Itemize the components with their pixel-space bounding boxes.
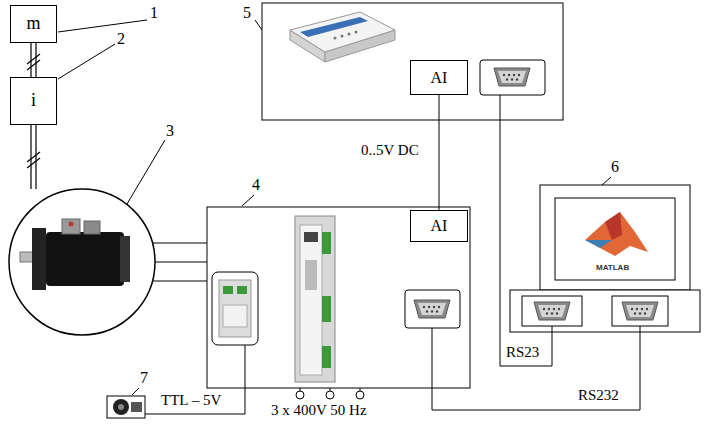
signal-label: RS232: [577, 387, 620, 404]
signal-wire: [439, 95, 440, 210]
callout-number: 1: [150, 4, 158, 22]
computer: [510, 185, 700, 332]
signal-label: TTL – 5V: [160, 392, 222, 409]
callout-number: 6: [611, 158, 619, 176]
leader-line: [58, 20, 611, 395]
gear-box: i: [10, 77, 57, 125]
box-text: i: [31, 91, 36, 111]
analog-input-box: AI: [410, 60, 468, 95]
daq-picture: [290, 12, 395, 62]
analog-input-box: AI: [410, 210, 468, 242]
mass-box: m: [10, 5, 57, 43]
box-text: AI: [431, 217, 448, 235]
signal-wires: [145, 95, 640, 414]
serial-connector: [534, 302, 570, 320]
serial-connector: [414, 300, 450, 318]
serial-port-box: [480, 60, 545, 95]
box-text: AI: [431, 69, 448, 87]
box-text: m: [26, 14, 40, 34]
mains-terminals: [296, 388, 364, 399]
phase-wires: [152, 243, 207, 281]
callout-number: 7: [140, 369, 148, 387]
signal-label: RS23: [505, 344, 540, 361]
callout-number: 5: [243, 4, 251, 22]
drive-housing: [207, 207, 470, 388]
callout-number: 4: [252, 176, 260, 194]
encoder-module: [212, 272, 258, 345]
callout-number: 3: [166, 122, 174, 140]
daq-housing: [262, 3, 563, 120]
drive-picture: [295, 216, 335, 382]
motor-picture: [9, 189, 155, 335]
shaft-connector: [31, 43, 36, 77]
callout-number: 2: [117, 30, 125, 48]
serial-connector: [494, 68, 530, 86]
signal-label: 0..5V DC: [360, 142, 420, 159]
logo-text: MATLAB: [596, 263, 629, 272]
supply-label: 3 x 400V 50 Hz: [270, 402, 368, 419]
encoder-picture: [107, 396, 145, 418]
serial-port-box: [405, 290, 460, 328]
serial-connector: [622, 302, 658, 320]
